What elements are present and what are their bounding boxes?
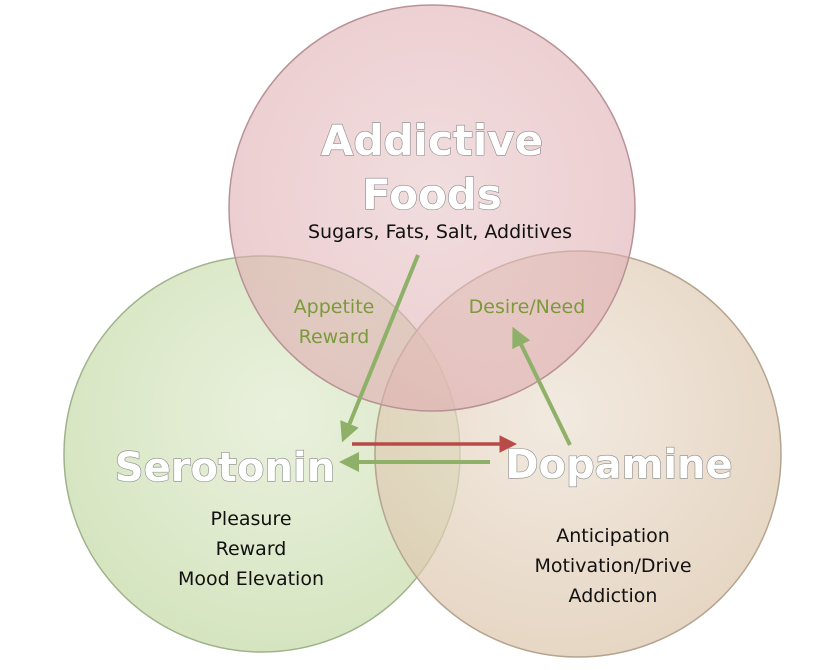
addictive-foods-subtitle: Sugars, Fats, Salt, Additives: [308, 221, 572, 243]
overlap-label-desire-need: Desire/Need: [469, 296, 586, 318]
addictive-foods-circle: [228, 4, 636, 412]
addictive-foods-title-line2: Foods: [362, 170, 502, 219]
arrow-dopamine-to-desire: [512, 326, 572, 446]
dopamine-item: Motivation/Drive: [534, 555, 691, 577]
serotonin-title: Serotonin: [115, 445, 335, 491]
arrow-foods-to-serotonin: [340, 254, 420, 443]
dopamine-title: Dopamine: [505, 442, 732, 488]
overlap-label-reward: Reward: [299, 326, 370, 348]
serotonin-item: Pleasure: [210, 508, 291, 530]
overlap-label-appetite: Appetite: [294, 296, 375, 318]
serotonin-item: Mood Elevation: [178, 568, 324, 590]
addictive-foods-title-line1: Addictive: [321, 116, 543, 165]
dopamine-item: Anticipation: [556, 525, 670, 547]
dopamine-item: Addiction: [569, 585, 658, 607]
serotonin-item: Reward: [216, 538, 287, 560]
